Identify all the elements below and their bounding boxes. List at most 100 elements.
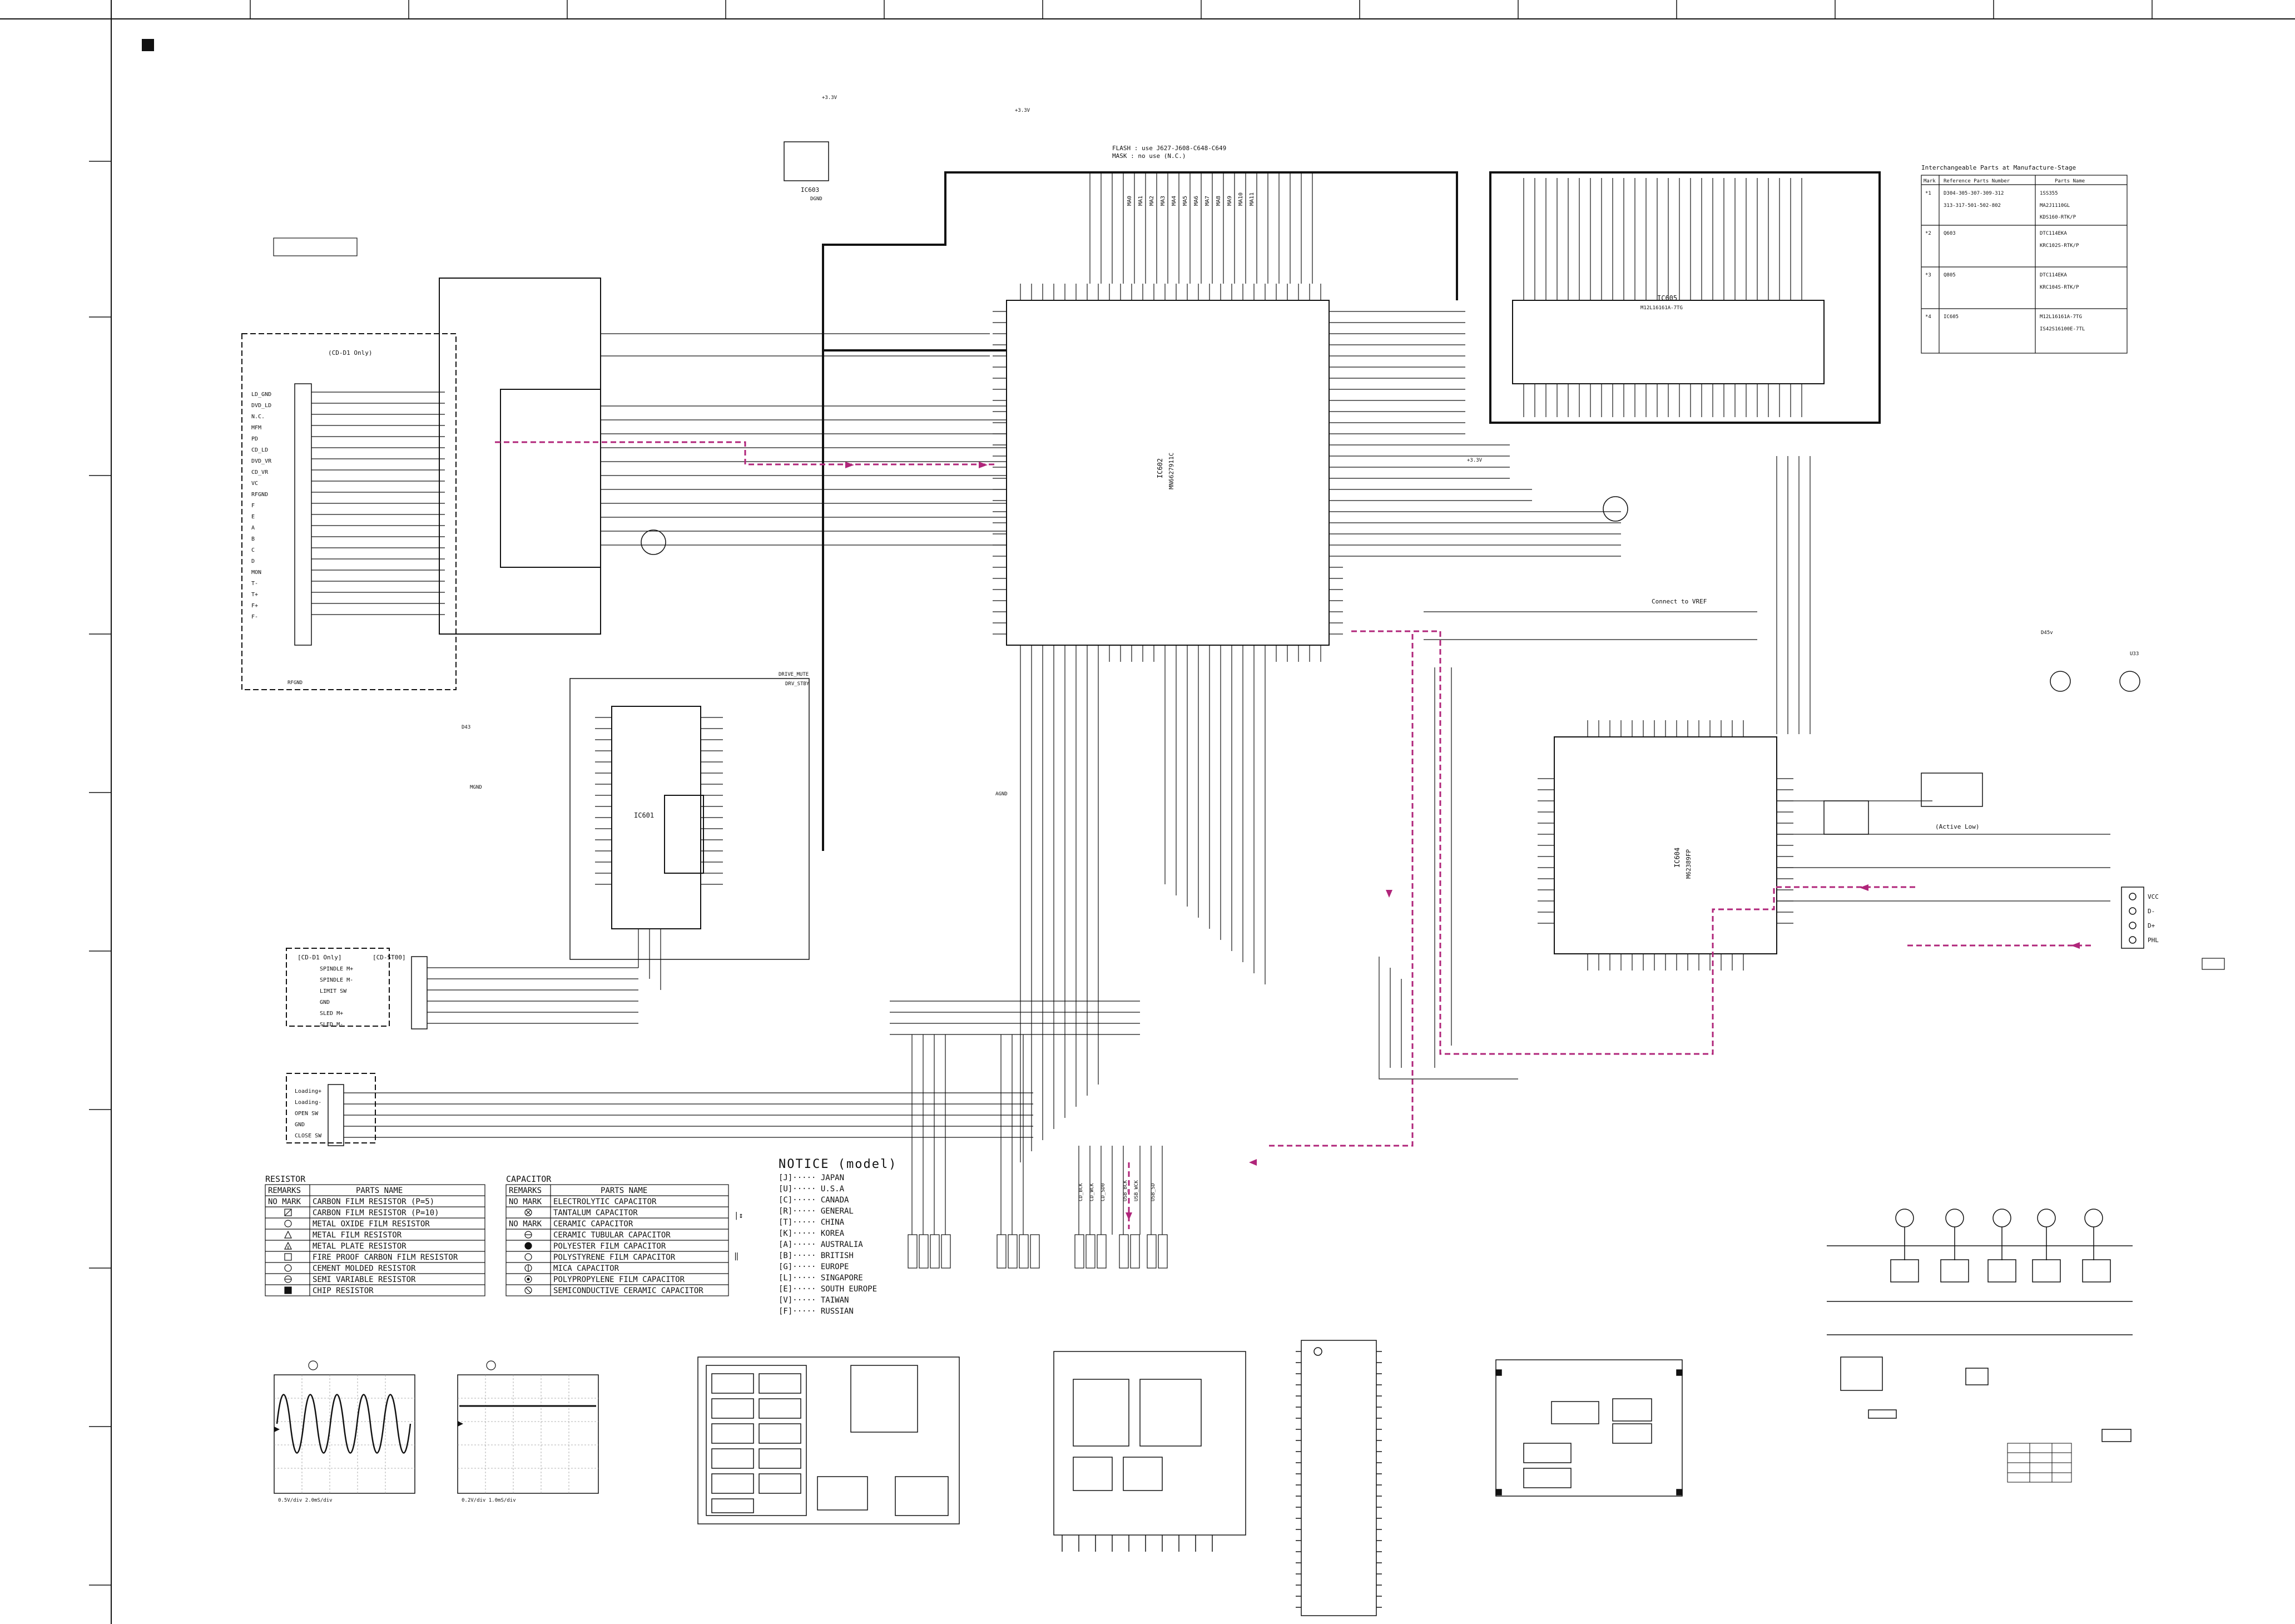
interchangeable-part: M12L16161A-7TG xyxy=(2040,314,2082,320)
data-bus-right xyxy=(1343,311,1510,479)
oscilloscope-1: 0.5V/div 2.0mS/div xyxy=(274,1360,415,1503)
driver-ic-pins xyxy=(595,717,723,885)
pickup-pin: E xyxy=(251,514,255,520)
pickup-pin: F+ xyxy=(251,603,258,609)
usb-connector-labels: VCC D- D+ PHL xyxy=(2148,893,2159,944)
rail-label: AGND xyxy=(995,791,1008,797)
pickup-pin: DVD_VR xyxy=(251,458,272,464)
tray-pin: Loading+ xyxy=(295,1088,321,1095)
interchangeable-ref: IC605 xyxy=(1944,314,1959,320)
resistor-name: CEMENT MOLDED RESISTOR xyxy=(313,1264,416,1273)
interchangeable-part2: KRC104S-RTK/P xyxy=(2040,285,2079,290)
pickup-pin: CD_VR xyxy=(251,469,269,476)
pickup-pin: CD_LD xyxy=(251,447,268,453)
usb-ic-part: M62389FP xyxy=(1685,849,1692,879)
memory-ic-part: M12L16161A-7TG xyxy=(1640,305,1683,311)
amp-array-diagram xyxy=(1827,1209,2133,1442)
svg-text:MA1: MA1 xyxy=(1138,196,1144,206)
memory-ic-block: IC605 M12L16161A-7TG xyxy=(1512,294,1825,384)
bottom-terminals xyxy=(908,1234,1168,1269)
notice-item: [C]····· CANADA xyxy=(779,1196,849,1205)
resistor-name: SEMI VARIABLE RESISTOR xyxy=(313,1275,416,1284)
svg-text:MA6: MA6 xyxy=(1193,196,1199,206)
interchangeable-col-mark: Mark xyxy=(1924,179,1936,184)
blank-label-box-small xyxy=(2202,958,2225,970)
pickup-pin: DVD_LD xyxy=(251,403,271,409)
address-bus-labels: MA0 MA1 MA2 MA3 MA4 MA5 MA6 MA7 MA8 MA9 … xyxy=(1127,192,1255,206)
svg-text:MA10: MA10 xyxy=(1238,192,1244,206)
notice-item: [B]····· BRITISH xyxy=(779,1251,854,1260)
usb-ic-pins xyxy=(1538,720,1793,971)
svg-text:MA4: MA4 xyxy=(1171,196,1177,206)
resistor-name: METAL PLATE RESISTOR xyxy=(313,1242,407,1251)
pickup-connector xyxy=(294,383,312,646)
pickup-block xyxy=(241,333,457,690)
drive-mute-label: DRIVE_MUTE xyxy=(779,672,809,677)
capacitor-remark: NO MARK xyxy=(509,1220,542,1229)
tray-block xyxy=(286,1073,376,1143)
usb-pin-phl: PHL xyxy=(2148,937,2159,944)
bottom-signal-labels: CD_BCK CD_WCK CD_SD0 USB_BCK USB_WCK USB… xyxy=(1078,1180,1156,1201)
pickup-pin: F xyxy=(251,503,255,509)
dip-ic-package xyxy=(1296,1340,1382,1616)
notice-item: [A]····· AUSTRALIA xyxy=(779,1240,863,1249)
svg-text:MA8: MA8 xyxy=(1216,196,1222,206)
oscilloscope-2-footer: 0.2V/div 1.0mS/div xyxy=(462,1498,516,1503)
flash-note: FLASH : use J627-J608-C648-C649 xyxy=(1112,145,1226,152)
usb-connector xyxy=(2121,887,2144,949)
rail-label: U33 xyxy=(2130,651,2139,657)
capacitor-name: ELECTROLYTIC CAPACITOR xyxy=(553,1197,657,1206)
main-ic-label: IC602 xyxy=(1156,458,1164,478)
amp-array-table xyxy=(2007,1443,2072,1483)
notice-item: [V]····· TAIWAN xyxy=(779,1296,849,1305)
resistor-name: CARBON FILM RESISTOR (P=10) xyxy=(313,1209,439,1217)
interchangeable-part3: KDS160-RTK/P xyxy=(2040,215,2076,220)
capacitor-name: CERAMIC CAPACITOR xyxy=(553,1220,633,1229)
rail-label: RFGND xyxy=(288,680,303,686)
pickup-pin: PD xyxy=(251,436,258,442)
interchangeable-mark: *1 xyxy=(1925,191,1931,196)
resistor-legend-col1: REMARKS xyxy=(268,1186,301,1195)
notice-item: [T]····· CHINA xyxy=(779,1218,845,1227)
memory-ic-label: IC605 xyxy=(1657,294,1677,302)
pickup-pin: T- xyxy=(251,581,258,587)
interchangeable-part2: MA2J1110GL xyxy=(2040,203,2070,209)
rail-label: D45v xyxy=(2041,630,2053,636)
pickup-pin: C xyxy=(251,547,255,553)
tray-pin: GND xyxy=(295,1122,305,1128)
notice-title: NOTICE (model) xyxy=(779,1157,897,1171)
motor-pin: SPINDLE M- xyxy=(320,977,353,983)
pickup-pin: T+ xyxy=(251,592,258,598)
rf-section xyxy=(439,278,601,635)
notice-item: [F]····· RUSSIAN xyxy=(779,1307,854,1316)
regulator-diagram xyxy=(1495,1359,1683,1497)
svg-text:MA11: MA11 xyxy=(1249,192,1255,206)
memory-pins xyxy=(1523,178,1802,417)
svg-text:MA9: MA9 xyxy=(1227,196,1233,206)
ic602-pins-top xyxy=(1020,284,1321,300)
interchangeable-table: Interchangeable Parts at Manufacture-Sta… xyxy=(1921,164,2128,354)
svg-text:MA7: MA7 xyxy=(1204,196,1211,206)
rail-label: MGND xyxy=(470,785,482,790)
capacitor-name: POLYESTER FILM CAPACITOR xyxy=(553,1242,666,1251)
usb-pin-dminus: D- xyxy=(2148,908,2155,915)
capacitor-legend-col2: PARTS NAME xyxy=(601,1186,647,1195)
notice-item: [L]····· SINGAPORE xyxy=(779,1274,863,1283)
capacitor-legend-title: CAPACITOR xyxy=(506,1174,552,1184)
pickup-block-note: (CD-D1 Only) xyxy=(328,349,372,357)
lower-left-traces xyxy=(344,929,1033,1138)
resistor-name: CARBON FILM RESISTOR (P=5) xyxy=(313,1197,434,1206)
capacitor-name: CERAMIC TUBULAR CAPACITOR xyxy=(553,1231,671,1240)
pickup-pin: N.C. xyxy=(251,414,265,420)
tray-pin: Loading- xyxy=(295,1100,321,1106)
pickup-pin: B xyxy=(251,536,255,542)
notice-item: [J]····· JAPAN xyxy=(779,1174,844,1182)
eeprom-ic-label: IC603 xyxy=(801,186,819,194)
notice-item: [E]····· SOUTH EUROPE xyxy=(779,1285,877,1294)
pickup-traces xyxy=(311,392,445,615)
oscilloscope-1-footer: 0.5V/div 2.0mS/div xyxy=(278,1498,333,1503)
signal-label: CD_BCK xyxy=(1078,1183,1084,1201)
ic602-pins-sides xyxy=(993,311,1343,635)
